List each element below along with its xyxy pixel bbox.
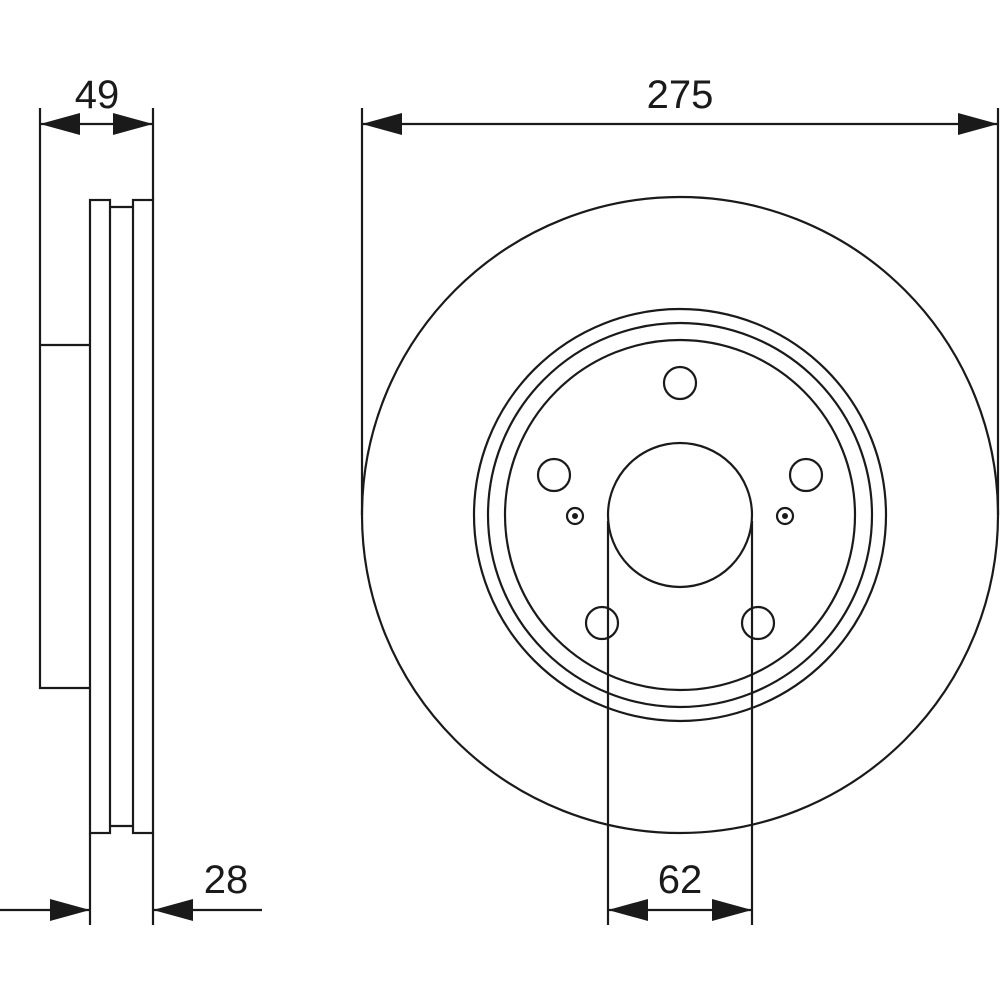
outer-plate bbox=[88, 198, 112, 835]
side-view: 49 28 bbox=[0, 73, 262, 925]
dimension-centre-bore: 62 bbox=[608, 858, 752, 921]
hat-ring-middle bbox=[486, 321, 874, 709]
hub-profile bbox=[38, 343, 90, 690]
arrowhead-left bbox=[362, 113, 402, 135]
bolt-hole-bottom-left bbox=[584, 605, 620, 641]
arrowhead-right bbox=[113, 113, 153, 135]
front-view: 275 62 bbox=[360, 73, 1000, 925]
bolt-hole-top bbox=[662, 365, 698, 401]
arrowhead-left bbox=[50, 899, 90, 921]
hat-ring-inner bbox=[503, 338, 857, 692]
arrowhead-left bbox=[608, 899, 648, 921]
bolt-hole-right bbox=[788, 457, 824, 493]
hat-ring-outer bbox=[472, 307, 888, 723]
dimension-outer-diameter: 275 bbox=[362, 73, 998, 135]
dimension-label: 28 bbox=[204, 858, 249, 902]
arrowhead-right bbox=[958, 113, 998, 135]
locating-hole-left bbox=[565, 506, 585, 526]
dimension-label: 62 bbox=[658, 858, 703, 902]
dimension-thickness: 49 bbox=[40, 73, 153, 135]
vent-gap bbox=[110, 205, 133, 828]
outer-edge bbox=[360, 195, 1000, 835]
centre-bore bbox=[606, 441, 754, 589]
inner-plate bbox=[131, 198, 155, 835]
arrowhead-left bbox=[40, 113, 80, 135]
arrowhead-right bbox=[712, 899, 752, 921]
locating-hole-right bbox=[775, 506, 795, 526]
arrowhead-right bbox=[153, 899, 193, 921]
dimension-label: 275 bbox=[647, 73, 714, 117]
bolt-hole-left bbox=[536, 457, 572, 493]
dimension-min-thickness: 28 bbox=[0, 858, 262, 921]
bolt-hole-bottom-right bbox=[740, 605, 776, 641]
dimension-label: 49 bbox=[75, 73, 120, 117]
